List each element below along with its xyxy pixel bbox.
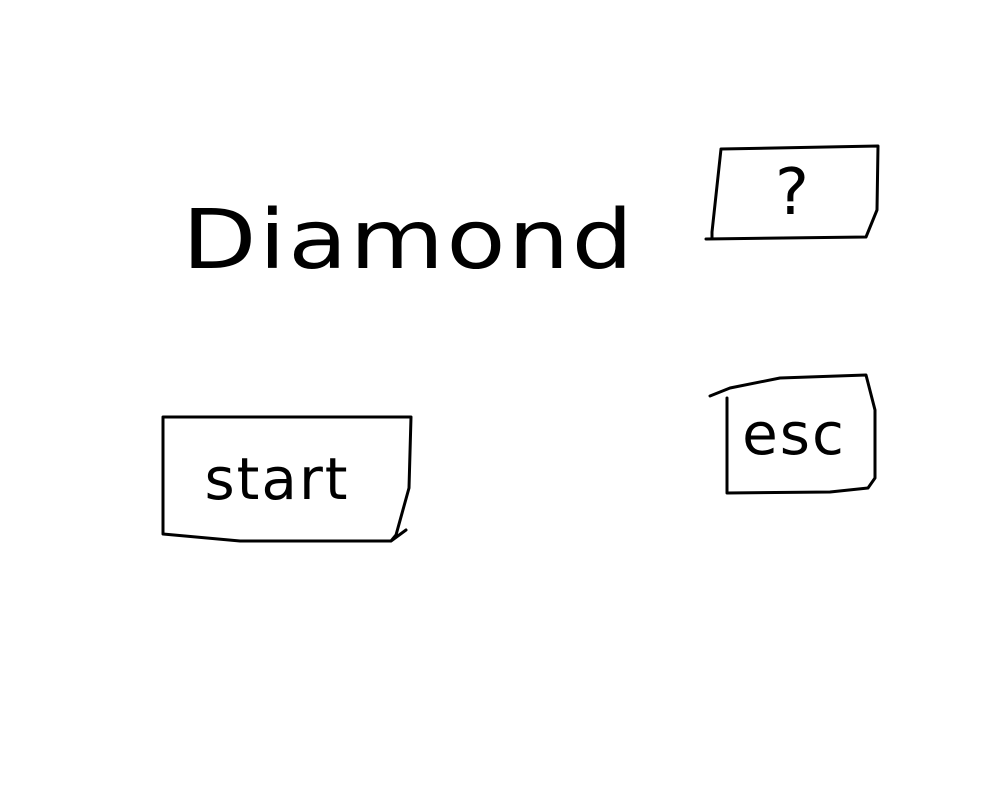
help-button[interactable]: ? [706,146,878,240]
start-button-label: start [204,445,350,513]
start-button[interactable]: start [162,416,412,542]
esc-button-frame [708,373,877,495]
help-button-frame [704,144,880,241]
start-button-frame [161,415,413,543]
help-button-label: ? [775,156,809,230]
game-title: Diamond [182,193,636,288]
esc-button[interactable]: esc [710,375,878,493]
esc-button-label: esc [742,400,846,468]
